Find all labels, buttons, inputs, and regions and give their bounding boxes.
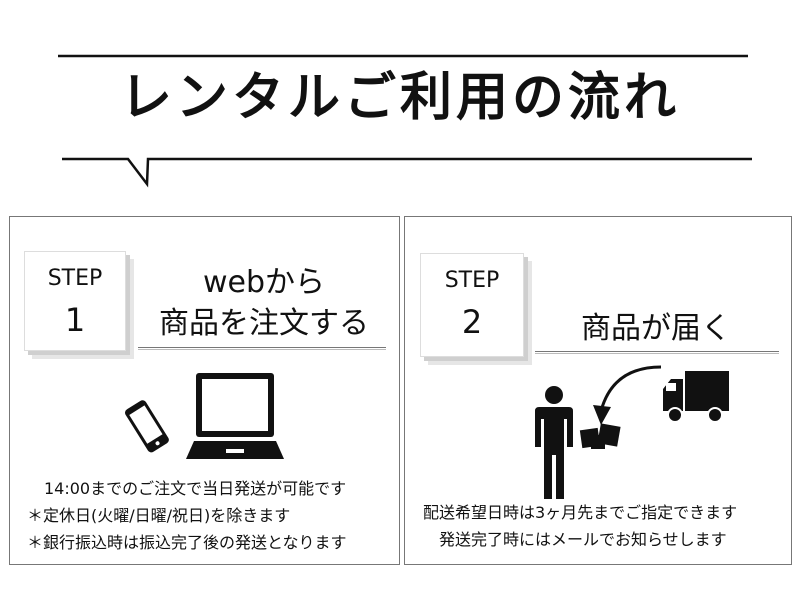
speech-bubble-frame bbox=[58, 54, 752, 188]
step-1-heading-line1: webから bbox=[202, 265, 326, 300]
step-number: 2 bbox=[461, 303, 483, 341]
step-2-heading: 商品が届く bbox=[581, 311, 731, 346]
person-icon bbox=[535, 386, 573, 499]
delivery-truck-icon bbox=[663, 371, 729, 423]
step-1-heading-line2: 商品を注文する bbox=[159, 306, 369, 341]
step-2-panel: STEP 2 商品が届く 配送希望日時は3ヶ月先までご指定できます 発送完了時に… bbox=[404, 216, 792, 565]
header: レンタルご利用の流れ bbox=[0, 0, 800, 200]
smartphone-icon bbox=[125, 400, 169, 453]
laptop-icon bbox=[186, 373, 284, 459]
package-icon bbox=[579, 423, 621, 449]
step-number: 1 bbox=[64, 301, 86, 339]
step-2-badge: STEP 2 bbox=[420, 253, 524, 357]
step-2-note-2: 発送完了時にはメールでお知らせします bbox=[439, 530, 727, 549]
step-2-note-1: 配送希望日時は3ヶ月先までご指定できます bbox=[423, 503, 738, 522]
step-label: STEP bbox=[444, 268, 500, 293]
step-1-note-1: 14:00までのご注文で当日発送が可能です bbox=[44, 479, 347, 498]
step-1-badge: STEP 1 bbox=[24, 251, 126, 351]
arrow-icon bbox=[593, 365, 662, 425]
step-label: STEP bbox=[47, 266, 103, 291]
step-1-note-2: ＊定休日(火曜/日曜/祝日)を除きます bbox=[27, 506, 291, 525]
step-1-note-3: ＊銀行振込時は振込完了後の発送となります bbox=[27, 533, 347, 552]
page-title: レンタルご利用の流れ bbox=[119, 68, 680, 128]
step-1-panel: STEP 1 webから 商品を注文する 14:00までのご注文で当日発送が可能… bbox=[9, 216, 400, 565]
step-2-heading-underline bbox=[535, 351, 779, 354]
step-1-heading-underline bbox=[138, 347, 386, 350]
